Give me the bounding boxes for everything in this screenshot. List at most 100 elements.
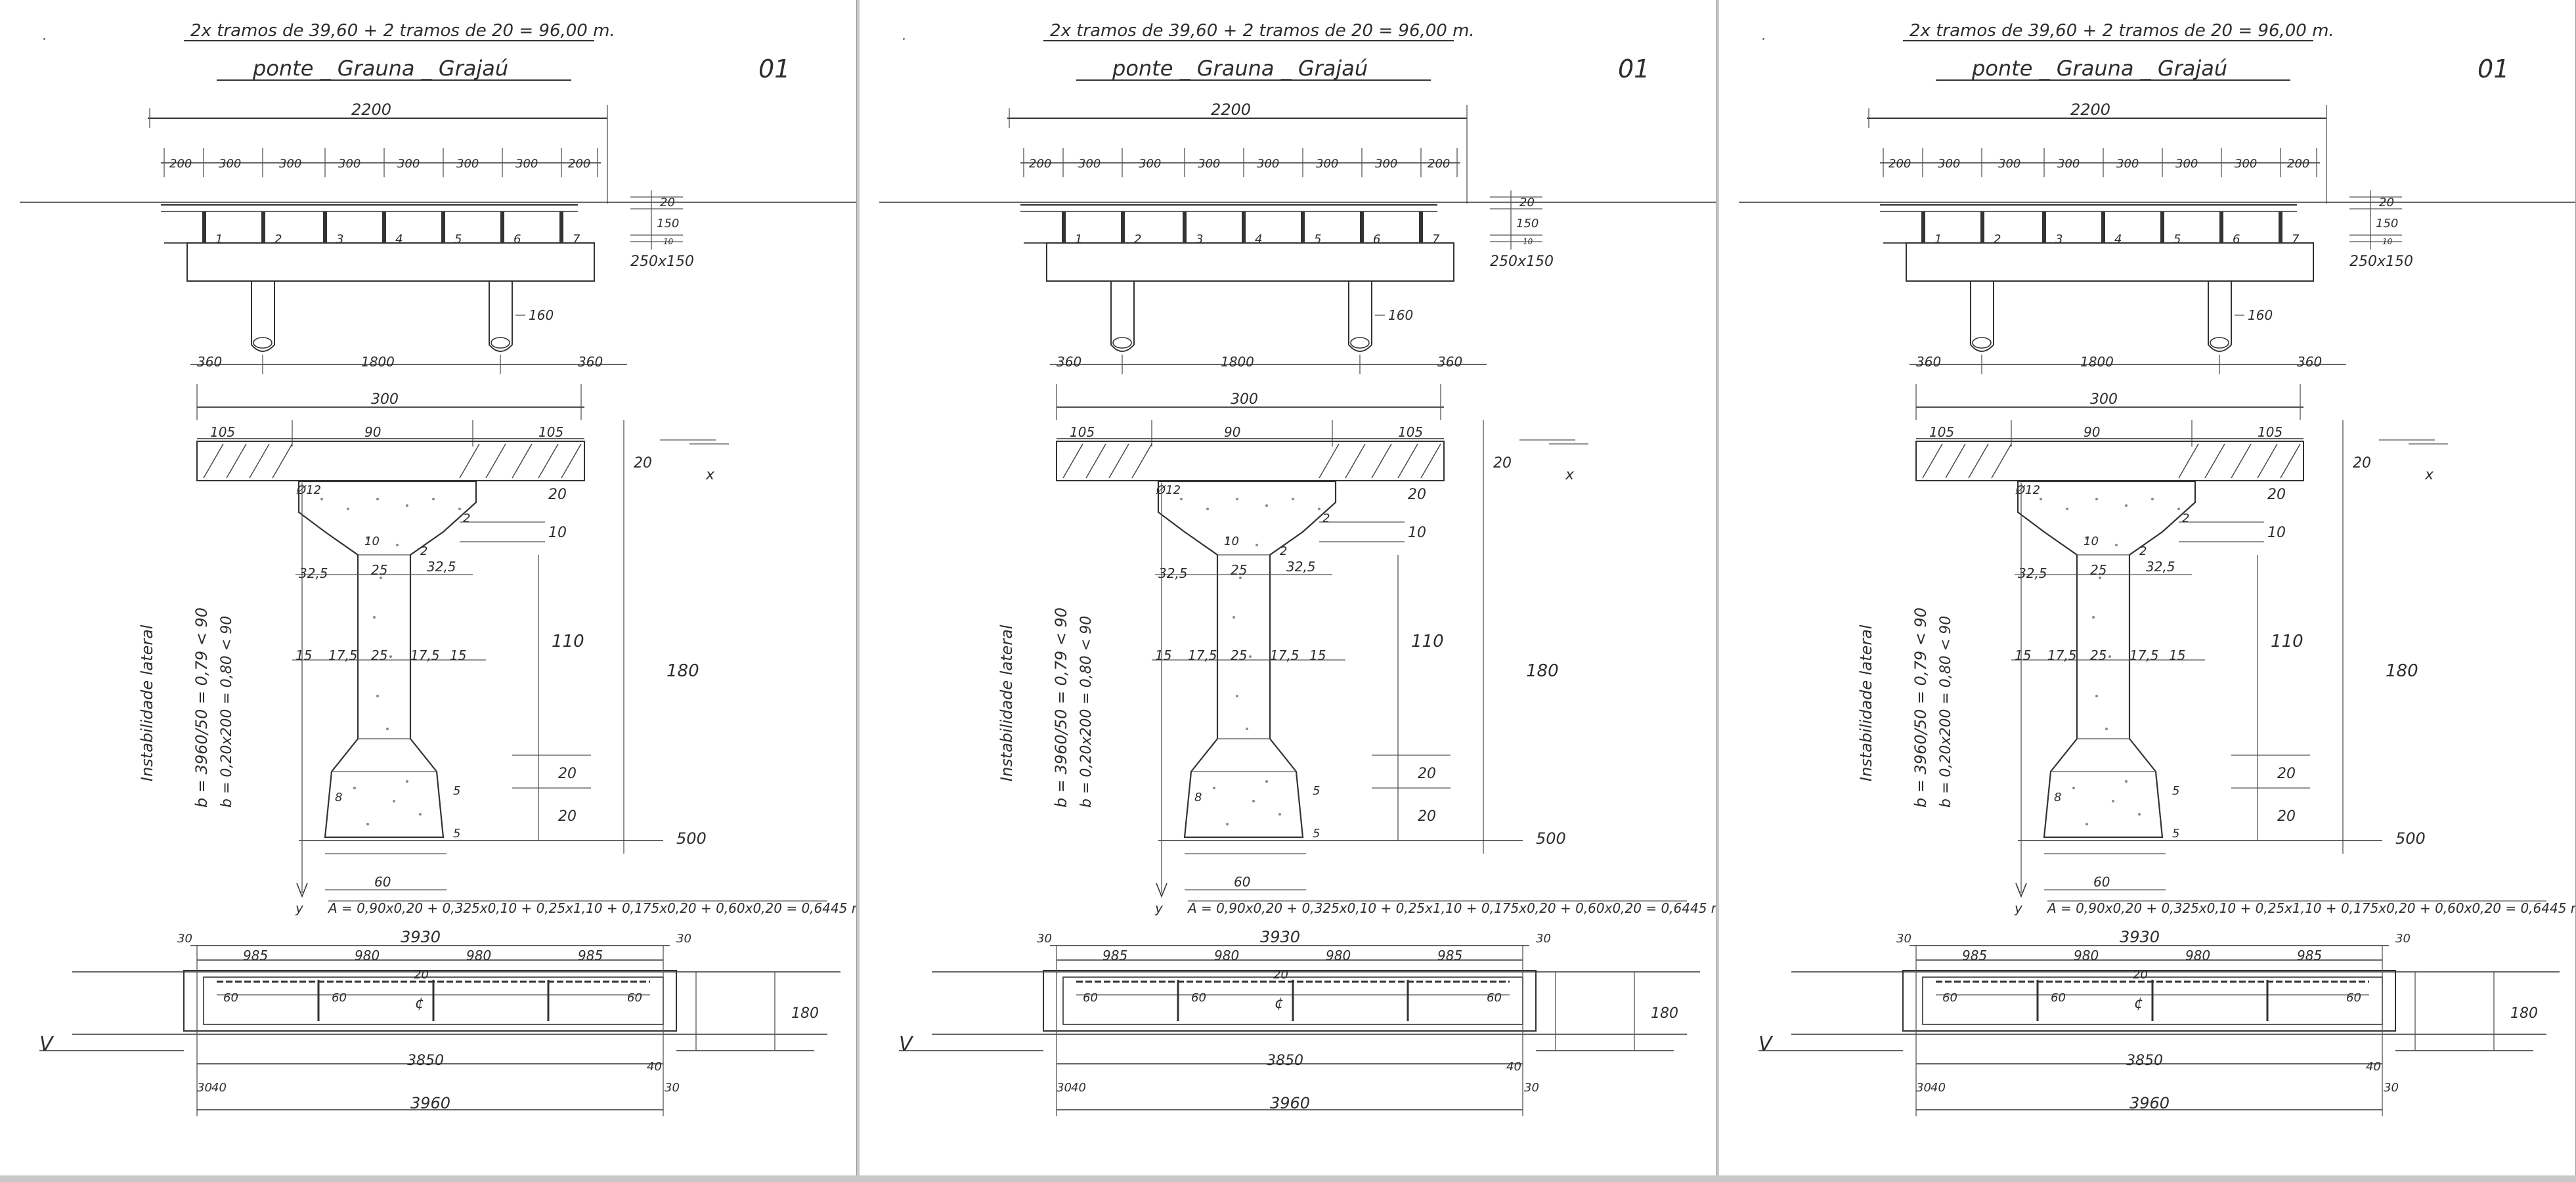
pile-edge-left: 360 (1916, 354, 1941, 370)
girders (1921, 211, 2282, 243)
bottom-width: 60 (374, 874, 391, 890)
girder-outline (1157, 480, 1337, 839)
header-title: ponte _ Grauna _ Grajaú (1971, 56, 2227, 81)
bottom-dim-1: 20 (558, 766, 577, 782)
plan-inner: 3850 (2126, 1053, 2163, 1069)
axis-y: y (295, 900, 304, 916)
plan-mid-2: 60 (2051, 991, 2066, 1005)
web-mid-4: 17,5 (2129, 647, 2159, 663)
axis-x: x (705, 467, 715, 483)
sheet-number: 01 (758, 55, 790, 83)
stability-f1: b = 3960/50 = 0,79 < 90 (1052, 607, 1070, 808)
web-mid-5: 15 (1309, 647, 1326, 663)
plan-top-end-left: 30 (1037, 932, 1052, 946)
bottom-chamfer-5a: 5 (1313, 784, 1320, 798)
crossbeam-size: 250x150 (2349, 253, 2413, 270)
plan-top-end-left: 30 (177, 932, 192, 946)
bottom-chamfer-5a: 5 (2172, 784, 2179, 798)
slab-part-right: 105 (538, 424, 563, 440)
web-upper-right: 32,5 (1286, 559, 1316, 575)
spacing-6: 300 (456, 157, 479, 171)
spacing-4: 300 (338, 157, 360, 171)
web-mid-1: 15 (2015, 647, 2031, 663)
pile-edge-right: 360 (1437, 354, 1462, 370)
stability-title: Instabilidade lateral (997, 624, 1016, 781)
plan-end-2: 40 (1071, 1081, 1086, 1095)
flange-top-20: 20 (1408, 487, 1426, 503)
web-height: 110 (1411, 632, 1444, 651)
spacing-3: 300 (279, 157, 301, 171)
stability-note: Instabilidade lateral b = 3960/50 = 0,79… (138, 607, 235, 808)
spacing-5: 300 (1257, 157, 1279, 171)
slab-dim-10: 10 (1523, 237, 1533, 246)
plan-seg-3: 980 (2185, 948, 2210, 963)
bottom-chamfer-8: 8 (2054, 791, 2061, 804)
slab-dim-20: 20 (2379, 196, 2394, 209)
concrete-texture (1180, 498, 1321, 825)
slab-part-mid: 90 (1224, 424, 1240, 440)
web-upper-mid: 25 (371, 562, 387, 578)
stability-note: Instabilidade lateral b = 3960/50 = 0,79… (1857, 607, 1954, 808)
plan-end-4: 30 (665, 1081, 680, 1095)
sheet-number: 01 (2478, 55, 2509, 83)
pile-spacing: 1800 (361, 354, 395, 370)
girder-label-3: 3 (336, 232, 343, 246)
pile-edge-left: 360 (1057, 354, 1081, 370)
bottom-chamfer-5a: 5 (453, 784, 460, 798)
plan-mid-1: 60 (223, 991, 238, 1005)
area-formula: A = 0,90x0,20 + 0,325x0,10 + 0,25x1,10 +… (1187, 900, 1716, 916)
header-title: ponte _ Grauna _ Grajaú (1112, 56, 1368, 81)
slab-dim-150: 150 (657, 217, 679, 230)
girder-label-2: 2 (274, 232, 282, 246)
web-upper-right: 32,5 (427, 559, 456, 575)
bottom-dim-2: 20 (558, 808, 577, 825)
plan-inner: 3850 (1267, 1053, 1303, 1069)
web-mid-4: 17,5 (1270, 647, 1299, 663)
spacing-2: 300 (1938, 157, 1960, 171)
deck-elevation: 2200 200 300 300 300 300 300 300 200 (1739, 100, 2575, 374)
spacing-1: 200 (1888, 157, 1911, 171)
girder-label-7: 7 (2292, 232, 2300, 246)
header-line1: 2x tramos de 39,60 + 2 tramos de 20 = 96… (1050, 21, 1475, 41)
drawing-page-3: 2x tramos de 39,60 + 2 tramos de 20 = 96… (1719, 0, 2576, 1175)
slab-height: 20 (634, 455, 652, 471)
spacing-7: 300 (2235, 157, 2257, 171)
web-upper-mid: 25 (2090, 562, 2107, 578)
pile-spacing: 1800 (1221, 354, 1254, 370)
drawing-svg: 2x tramos de 39,60 + 2 tramos de 20 = 96… (20, 21, 856, 1116)
point-500: 500 (676, 829, 707, 848)
web-mid-3: 25 (1231, 647, 1247, 663)
web-height: 110 (2271, 632, 2303, 651)
concrete-texture (320, 498, 461, 825)
chamfer-10: 10 (2084, 535, 2099, 548)
web-upper-left: 32,5 (299, 565, 328, 581)
plan-end-3: 40 (647, 1060, 662, 1074)
girder-label-7: 7 (573, 232, 580, 246)
plan-view: 3930 30 30 985 980 980 985 60 60 20 60 ¢… (899, 928, 1700, 1116)
chamfer-2a: 2 (463, 512, 470, 525)
slab-dim-150: 150 (1516, 217, 1539, 230)
girder-spacing-ticks (1023, 148, 1458, 177)
spacing-1: 200 (169, 157, 192, 171)
chamfer-2a: 2 (2182, 512, 2189, 525)
slab-part-left: 105 (1070, 424, 1095, 440)
plan-mid-3: 20 (1273, 968, 1288, 982)
spacing-3: 300 (1139, 157, 1161, 171)
bottom-chamfer-5b: 5 (2172, 827, 2179, 841)
slab-part-mid: 90 (364, 424, 381, 440)
plan-top-end-right: 30 (2395, 932, 2411, 946)
deck-total-width: 2200 (2070, 100, 2110, 119)
plan-seg-4: 985 (1437, 948, 1462, 963)
spacing-5: 300 (397, 157, 420, 171)
spacing-4: 300 (2057, 157, 2080, 171)
web-height: 110 (552, 632, 584, 651)
girder-section: 300 105 90 105 20 x (196, 384, 856, 916)
plan-span: 3960 (1270, 1094, 1310, 1112)
web-mid-5: 15 (2169, 647, 2185, 663)
stability-title: Instabilidade lateral (138, 624, 156, 781)
web-mid-5: 15 (450, 647, 466, 663)
drawing-svg: 2x tramos de 39,60 + 2 tramos de 20 = 96… (1739, 21, 2575, 1116)
plan-seg-4: 985 (2297, 948, 2322, 963)
girder-label-1: 1 (1075, 232, 1082, 246)
area-formula: A = 0,90x0,20 + 0,325x0,10 + 0,25x1,10 +… (2046, 900, 2575, 916)
